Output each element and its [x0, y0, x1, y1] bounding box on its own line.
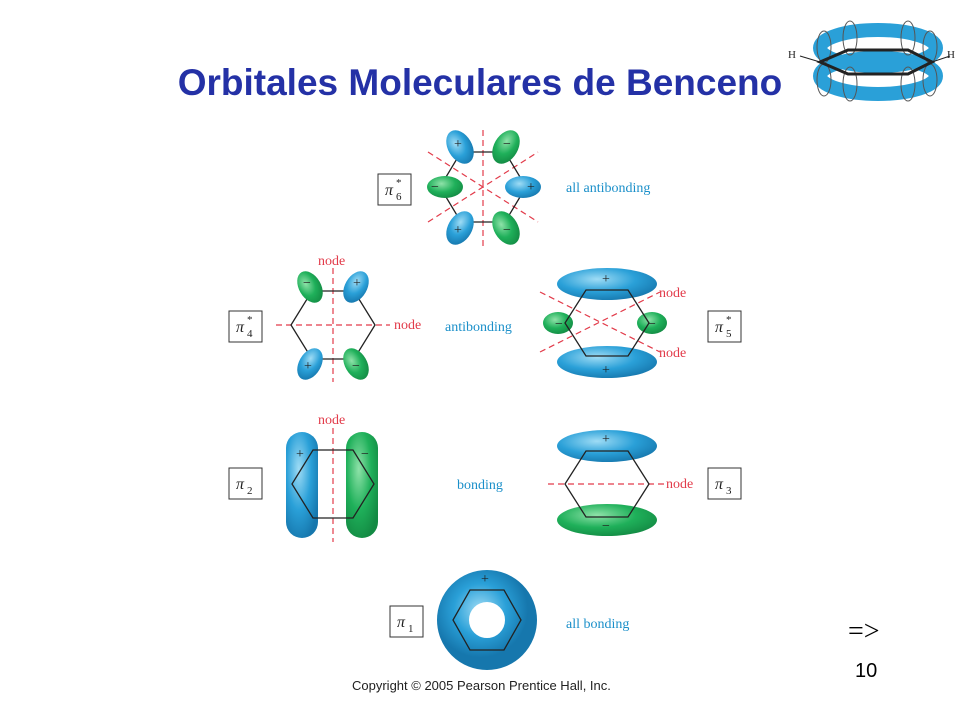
pi6-orbital: + − − + + − π * 6 all antibonding: [377, 130, 650, 246]
svg-text:+: +: [304, 359, 312, 374]
svg-text:+: +: [353, 276, 361, 291]
svg-text:*: *: [396, 177, 402, 189]
svg-text:+: +: [454, 137, 462, 152]
svg-text:node: node: [659, 346, 686, 361]
svg-text:node: node: [318, 413, 345, 428]
svg-text:node: node: [318, 254, 345, 269]
pi5-orbital: + + − − node node π * 5: [539, 268, 742, 378]
pi3-orbital: + − node π 3: [548, 430, 742, 536]
pi1-symbol: π: [397, 614, 406, 631]
svg-text:+: +: [454, 223, 462, 238]
svg-text:−: −: [648, 317, 656, 332]
svg-text:−: −: [602, 519, 610, 534]
antibonding-label: antibonding: [445, 320, 512, 335]
pi1-description: all bonding: [566, 617, 629, 632]
svg-text:−: −: [431, 180, 439, 195]
svg-text:H: H: [947, 49, 955, 61]
pi6-symbol: π: [385, 182, 394, 199]
benzene-ring-icon: H H: [788, 20, 955, 102]
svg-text:+: +: [602, 432, 610, 447]
svg-text:3: 3: [726, 485, 732, 497]
svg-text:1: 1: [408, 623, 414, 635]
svg-text:4: 4: [247, 328, 253, 340]
pi5-symbol: π: [715, 319, 724, 336]
svg-text:+: +: [296, 447, 304, 462]
svg-text:+: +: [602, 363, 610, 378]
svg-text:6: 6: [396, 191, 402, 203]
svg-text:node: node: [394, 318, 421, 333]
next-slide-arrow[interactable]: =>: [848, 616, 880, 647]
svg-text:−: −: [303, 276, 311, 291]
pi6-description: all antibonding: [566, 181, 650, 196]
svg-text:node: node: [666, 477, 693, 492]
svg-text:node: node: [659, 286, 686, 301]
svg-text:5: 5: [726, 328, 732, 340]
svg-text:*: *: [726, 314, 732, 326]
svg-text:−: −: [352, 359, 360, 374]
svg-text:2: 2: [247, 485, 253, 497]
svg-text:−: −: [503, 223, 511, 238]
pi2-orbital: + − node π 2: [228, 413, 378, 542]
copyright-notice: Copyright © 2005 Pearson Prentice Hall, …: [352, 678, 611, 693]
svg-text:−: −: [361, 447, 369, 462]
svg-text:+: +: [527, 180, 535, 195]
svg-text:−: −: [555, 317, 563, 332]
page-title: Orbitales Moleculares de Benceno: [177, 62, 783, 103]
svg-text:+: +: [481, 572, 489, 587]
slide-number: 10: [855, 660, 878, 682]
svg-text:H: H: [788, 49, 796, 61]
pi1-orbital: + π 1 all bonding: [389, 570, 629, 670]
pi4-symbol: π: [236, 319, 245, 336]
bonding-label: bonding: [457, 478, 503, 493]
svg-text:*: *: [247, 314, 253, 326]
pi3-symbol: π: [715, 476, 724, 493]
pi2-symbol: π: [236, 476, 245, 493]
pi4-orbital: − + + − node node π * 4: [228, 254, 421, 382]
svg-text:−: −: [503, 137, 511, 152]
svg-text:+: +: [602, 272, 610, 287]
